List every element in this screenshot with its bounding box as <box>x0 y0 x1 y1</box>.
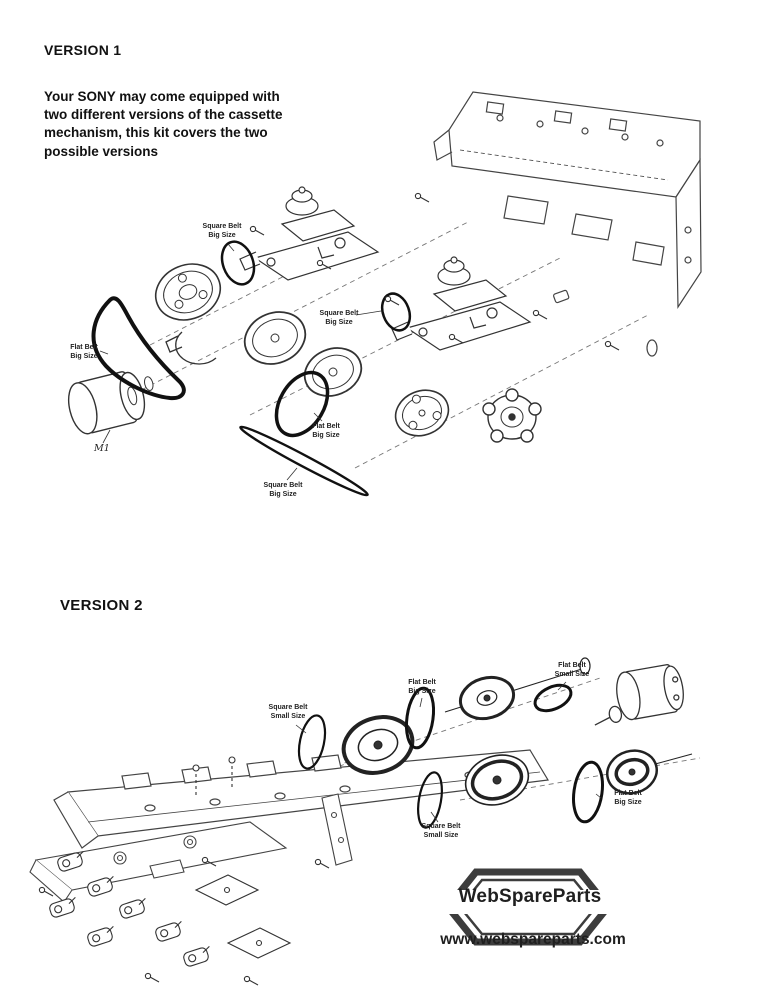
belt-square-small-2 <box>417 771 443 829</box>
belt-flat-big-2 <box>572 760 604 824</box>
logo-wordmark: WebSpareParts <box>458 886 602 907</box>
belt-label-square-big-2: Square Belt Big Size <box>319 310 359 327</box>
belt-flat-big-1 <box>404 686 436 750</box>
belt-label-square-small-2: Square Belt Small Size <box>421 823 461 840</box>
version1-diagram <box>67 91 702 497</box>
guide-lines <box>117 221 649 469</box>
pulley-2 <box>394 389 450 437</box>
bearing-bracket <box>165 331 217 365</box>
right-pulley <box>606 749 693 795</box>
drive-pulley <box>154 263 222 321</box>
parts-cluster <box>38 756 330 986</box>
gear-wheel <box>482 388 542 443</box>
head-assembly-2 <box>391 256 531 351</box>
motor-m1-label: M1 <box>94 443 110 454</box>
belt-square-big-1 <box>220 240 256 286</box>
version1-description: Your SONY may come equipped with two dif… <box>44 89 283 159</box>
belt-flat-big-1 <box>91 296 186 401</box>
belt-label-square-small-1: Square Belt Small Size <box>268 704 308 721</box>
top-pulley <box>444 657 591 721</box>
flywheel-1 <box>243 311 307 365</box>
lower-deck <box>29 793 353 903</box>
flywheel-2 <box>464 754 530 806</box>
belt-square-small-1 <box>297 714 327 770</box>
belt-label-flat-big-1: Flat Belt Big Size <box>70 344 98 361</box>
belt-label-flat-big-2: Flat Belt Big Size <box>614 790 642 807</box>
belt-label-square-big-3: Square Belt Big Size <box>263 482 303 499</box>
chassis-rear-panel <box>433 91 702 357</box>
belt-square-big-2 <box>380 292 412 332</box>
belt-flat-small <box>533 683 573 713</box>
leader-lines <box>99 243 382 481</box>
flywheel-large <box>341 715 415 775</box>
version2-diagram <box>29 657 701 986</box>
belt-square-big-3 <box>239 425 369 497</box>
belt-label-flat-big-1: Flat Belt Big Size <box>408 679 436 696</box>
motor <box>594 664 684 726</box>
version2-heading: VERSION 2 <box>60 597 143 614</box>
belt-label-flat-small: Flat Belt Small Size <box>554 662 590 679</box>
belt-label-square-big-1: Square Belt Big Size <box>202 223 242 240</box>
website-url: www.webspareparts.com <box>440 931 626 948</box>
chassis-plate <box>53 749 549 849</box>
belt-label-flat-big-2: Flat Belt Big Size <box>312 423 340 440</box>
version1-heading: VERSION 1 <box>44 42 122 58</box>
belt-flat-big-2 <box>274 370 330 438</box>
leader-lines <box>295 681 602 823</box>
webspareparts-logo-hexagon <box>442 868 618 946</box>
motor-m1 <box>67 371 154 435</box>
